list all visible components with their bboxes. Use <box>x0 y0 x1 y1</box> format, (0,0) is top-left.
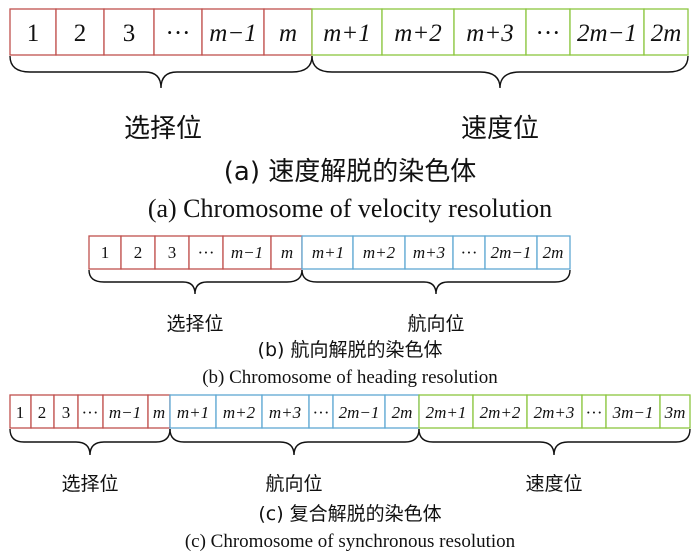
gene-cell <box>536 235 571 270</box>
brace-heading <box>169 428 420 456</box>
gene-label: 1 <box>16 403 25 422</box>
gene-cell <box>311 8 383 56</box>
gene-cell <box>525 8 571 56</box>
gene-cell <box>484 235 538 270</box>
gene-label: 1 <box>101 243 110 262</box>
gene-cell <box>526 394 583 429</box>
gene-label: 2m <box>651 20 682 47</box>
caption-zh: (b) 航向解脱的染色体 <box>258 339 443 361</box>
chromosome-a-left-cells <box>9 8 313 56</box>
gene-label: ··· <box>198 243 215 262</box>
gene-label: m+1 <box>323 20 370 47</box>
chromosome-a: 1 2 3 ··· m−1 m m+1 m+2 m+3 ··· 2m−1 2m … <box>9 8 689 223</box>
gene-cell <box>381 8 455 56</box>
gene-cell <box>261 394 310 429</box>
group-label-velocity: 速度位 <box>461 114 539 144</box>
gene-label: 2 <box>74 20 87 47</box>
group-label-selection: 选择位 <box>61 473 118 495</box>
gene-label: 3 <box>168 243 177 262</box>
gene-label: m <box>279 20 297 47</box>
gene-label: 3 <box>123 20 136 47</box>
gene-label: m <box>153 403 165 422</box>
gene-label: 3 <box>62 403 71 422</box>
gene-label: 3m−1 <box>612 403 654 422</box>
brace-selection <box>9 55 313 89</box>
gene-label: ··· <box>82 403 99 422</box>
chromosome-b: 1 2 3 ··· m−1 m m+1 m+2 m+3 ··· 2m−1 2m … <box>88 235 571 388</box>
brace-selection <box>88 269 303 295</box>
group-label-selection: 选择位 <box>166 313 223 335</box>
gene-label: m+3 <box>269 403 301 422</box>
gene-label: 2m−1 <box>491 243 532 262</box>
group-label-heading: 航向位 <box>265 473 322 495</box>
gene-label: m <box>281 243 293 262</box>
gene-label: m+2 <box>394 20 441 47</box>
gene-label: ··· <box>313 403 330 422</box>
gene-cell <box>384 394 420 429</box>
gene-label: m+1 <box>312 243 344 262</box>
gene-cell <box>643 8 689 56</box>
group-label-heading: 航向位 <box>407 313 464 335</box>
gene-cell <box>453 8 527 56</box>
gene-cell <box>188 235 224 270</box>
gene-label: m−1 <box>231 243 263 262</box>
brace-velocity <box>418 428 691 456</box>
gene-cell <box>404 235 454 270</box>
caption-en: (a) Chromosome of velocity resolution <box>148 194 552 223</box>
caption-en: (b) Chromosome of heading resolution <box>202 367 498 388</box>
gene-cell <box>263 8 313 56</box>
chromosome-c-labels: 1 2 3 ··· m−1 m m+1 m+2 m+3 ··· 2m−1 2m … <box>16 403 686 422</box>
brace-heading <box>301 269 571 295</box>
gene-label: m+2 <box>223 403 256 422</box>
gene-cell <box>332 394 386 429</box>
gene-cell <box>201 8 265 56</box>
gene-label: ··· <box>586 403 603 422</box>
gene-label: m+3 <box>466 20 513 47</box>
gene-cell <box>102 394 149 429</box>
gene-label: 2m <box>543 243 564 262</box>
gene-cell <box>659 394 691 429</box>
chromosome-b-labels: 1 2 3 ··· m−1 m m+1 m+2 m+3 ··· 2m−1 2m <box>101 243 564 262</box>
gene-label: ··· <box>166 20 191 47</box>
gene-cell <box>222 235 272 270</box>
gene-label: m+2 <box>363 243 396 262</box>
gene-label: 3m <box>664 403 686 422</box>
gene-label: 2m−1 <box>577 20 637 47</box>
brace-selection <box>9 428 171 456</box>
gene-cell <box>103 8 155 56</box>
gene-label: 2m+1 <box>426 403 467 422</box>
gene-cell <box>452 235 486 270</box>
gene-label: 2 <box>134 243 143 262</box>
chromosome-a-right-cells <box>311 8 689 56</box>
gene-cell <box>88 235 122 270</box>
group-label-selection: 选择位 <box>124 114 202 144</box>
gene-label: 2m+2 <box>480 403 521 422</box>
gene-cell <box>55 8 105 56</box>
gene-label: 1 <box>27 20 40 47</box>
gene-label: m+3 <box>413 243 445 262</box>
caption-zh: (c) 复合解脱的染色体 <box>258 503 441 525</box>
caption-zh: (a) 速度解脱的染色体 <box>224 157 477 187</box>
gene-label: m−1 <box>209 20 256 47</box>
gene-cell <box>301 235 354 270</box>
gene-label: ··· <box>461 243 478 262</box>
gene-label: 2m <box>392 403 413 422</box>
gene-label: m+1 <box>177 403 209 422</box>
gene-label: 2 <box>38 403 47 422</box>
chromosome-a-labels: 1 2 3 ··· m−1 m m+1 m+2 m+3 ··· 2m−1 2m <box>27 20 682 47</box>
caption-en: (c) Chromosome of synchronous resolution <box>185 531 516 552</box>
gene-cell <box>77 394 104 429</box>
gene-cell <box>9 8 57 56</box>
gene-cell <box>418 394 474 429</box>
chromosome-c: 1 2 3 ··· m−1 m m+1 m+2 m+3 ··· 2m−1 2m … <box>9 394 691 552</box>
gene-label: m−1 <box>109 403 141 422</box>
gene-label: ··· <box>536 20 561 47</box>
gene-cell <box>120 235 156 270</box>
gene-cell <box>352 235 406 270</box>
brace-velocity <box>311 55 689 89</box>
group-label-velocity: 速度位 <box>525 473 582 495</box>
gene-label: 2m+3 <box>534 403 575 422</box>
gene-label: 2m−1 <box>339 403 380 422</box>
